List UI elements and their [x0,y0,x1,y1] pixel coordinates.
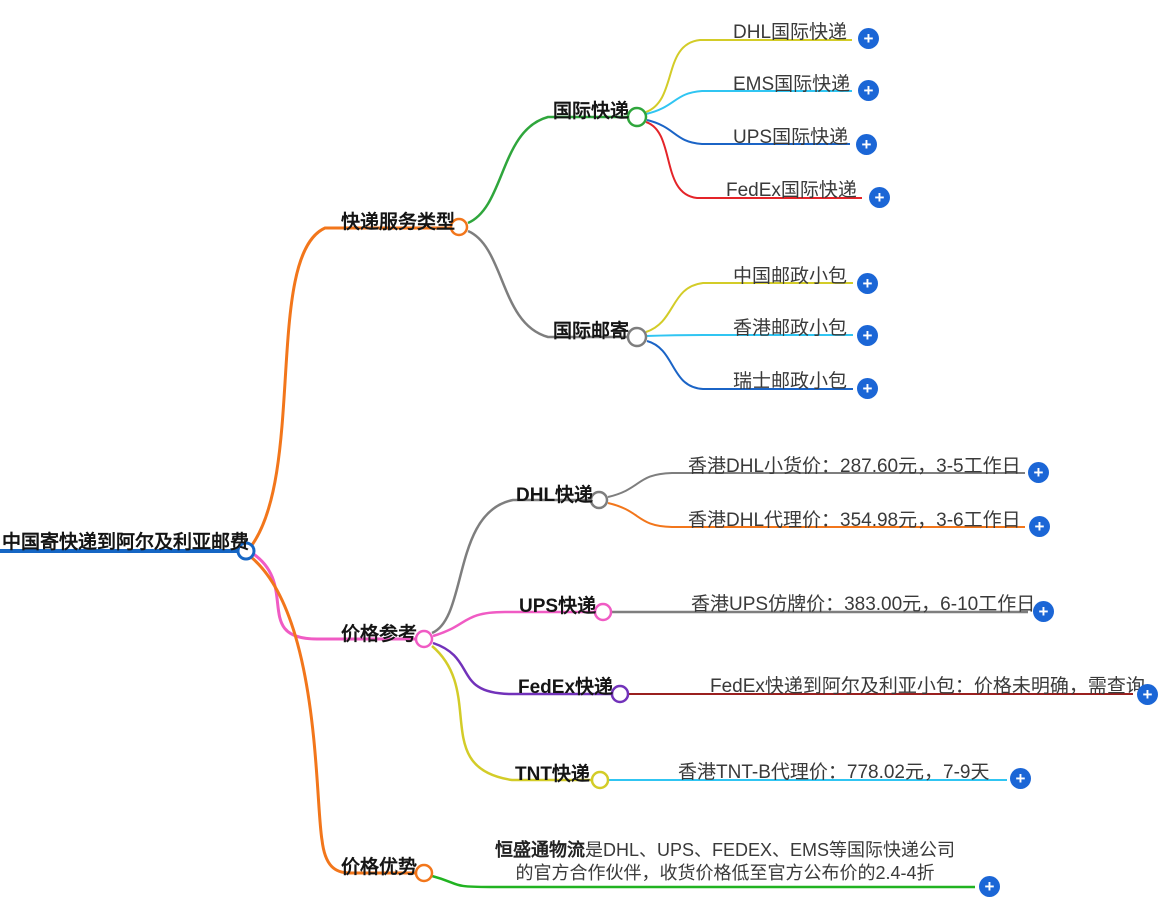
leaf-line-dhl-price-2 [607,502,1025,528]
node-circle-fedex-express[interactable] [610,684,630,704]
node-circle-express-service-types[interactable] [449,217,469,237]
leaf-label-dhl-price-1[interactable]: 香港DHL小货价：287.60元，3-5工作日 [688,456,1021,477]
leaf-label-swiss-post[interactable]: 瑞士邮政小包 [733,371,848,392]
leaf-label-dhl-price-2[interactable]: 香港DHL代理价：354.98元，3-6工作日 [688,510,1021,531]
expand-icon[interactable]: + [857,273,878,294]
leaf-label-fedex-intl[interactable]: FedEx国际快递 [726,180,857,201]
expand-icon[interactable]: + [856,134,877,155]
node-label-ups-express[interactable]: UPS快递 [519,596,597,617]
node-label-intl-mail[interactable]: 国际邮寄 [553,321,630,342]
leaf-line-dhl-price-1 [607,472,1025,498]
leaf-line-ems-intl [645,90,852,115]
leaf-label-china-post[interactable]: 中国邮政小包 [733,266,848,287]
node-label-price-advantage[interactable]: 价格优势 [341,857,418,878]
expand-icon[interactable]: + [857,378,878,399]
expand-icon[interactable]: + [858,80,879,101]
leaf-line-ups-intl [646,119,850,145]
expand-icon[interactable]: + [979,876,1000,897]
branch-line-intl-mail [467,229,628,339]
node-circle-ups-express[interactable] [593,602,613,622]
leaf-label-ups-intl[interactable]: UPS国际快递 [733,127,849,148]
leaf-line-swiss-post [646,340,853,390]
expand-icon[interactable]: + [1028,462,1049,483]
expand-icon[interactable]: + [1033,601,1054,622]
leaf-line-fedex-intl [645,121,862,199]
branch-line-intl-express [467,115,628,225]
branch-line-express-service-types [250,226,450,546]
leaf-label-ems-intl[interactable]: EMS国际快递 [733,74,851,95]
expand-icon[interactable]: + [1029,516,1050,537]
branch-line-fedex-express [432,641,611,696]
node-circle-dhl-express[interactable] [589,490,609,510]
leaf-line-dhl-intl [645,39,852,113]
leaf-label-ups-price[interactable]: 香港UPS仿牌价：383.00元，6-10工作日 [691,594,1036,615]
leaf-label-tnt-price[interactable]: 香港TNT-B代理价：778.02元，7-9天 [678,762,990,783]
branch-line-price-reference [251,551,416,641]
expand-icon[interactable]: + [1137,684,1158,705]
node-circle-price-advantage[interactable] [414,863,434,883]
note-company-name: 恒盛通物流 [494,840,585,860]
note-text: 是DHL、UPS、FEDEX、EMS等国际快递公司的官方合作伙伴，收货价格低至官… [515,840,956,883]
root-node-label[interactable]: 中国寄快递到阿尔及利亚邮费 [2,532,250,553]
leaf-label-fedex-price[interactable]: FedEx快递到阿尔及利亚小包：价格未明确，需查询 [710,676,1145,697]
branch-line-tnt-express [431,645,591,782]
expand-icon[interactable]: + [1010,768,1031,789]
branch-line-dhl-express [431,498,590,635]
node-label-intl-express[interactable]: 国际快递 [553,101,630,122]
node-circle-price-reference[interactable] [414,629,434,649]
leaf-line-hk-post [645,334,853,337]
node-label-tnt-express[interactable]: TNT快递 [515,764,590,785]
node-circle-intl-mail[interactable] [626,326,648,348]
leaf-line-price-advantage [431,874,975,889]
node-label-dhl-express[interactable]: DHL快递 [516,485,594,506]
node-circle-tnt-express[interactable] [590,770,610,790]
expand-icon[interactable]: + [857,325,878,346]
node-circle-intl-express[interactable] [626,106,648,128]
leaf-label-dhl-intl[interactable]: DHL国际快递 [733,22,848,43]
leaf-line-china-post [645,282,853,333]
expand-icon[interactable]: + [869,187,890,208]
branch-line-ups-express [432,610,594,638]
node-label-express-service-types[interactable]: 快递服务类型 [341,212,456,233]
node-label-fedex-express[interactable]: FedEx快递 [518,677,614,698]
branch-line-price-advantage [250,555,416,875]
leaf-label-price-advantage-note[interactable]: 恒盛通物流是DHL、UPS、FEDEX、EMS等国际快递公司的官方合作伙伴，收货… [490,839,960,885]
expand-icon[interactable]: + [858,28,879,49]
node-circle-root[interactable] [236,541,256,561]
node-label-price-reference[interactable]: 价格参考 [341,624,418,645]
leaf-label-hk-post[interactable]: 香港邮政小包 [733,318,848,339]
